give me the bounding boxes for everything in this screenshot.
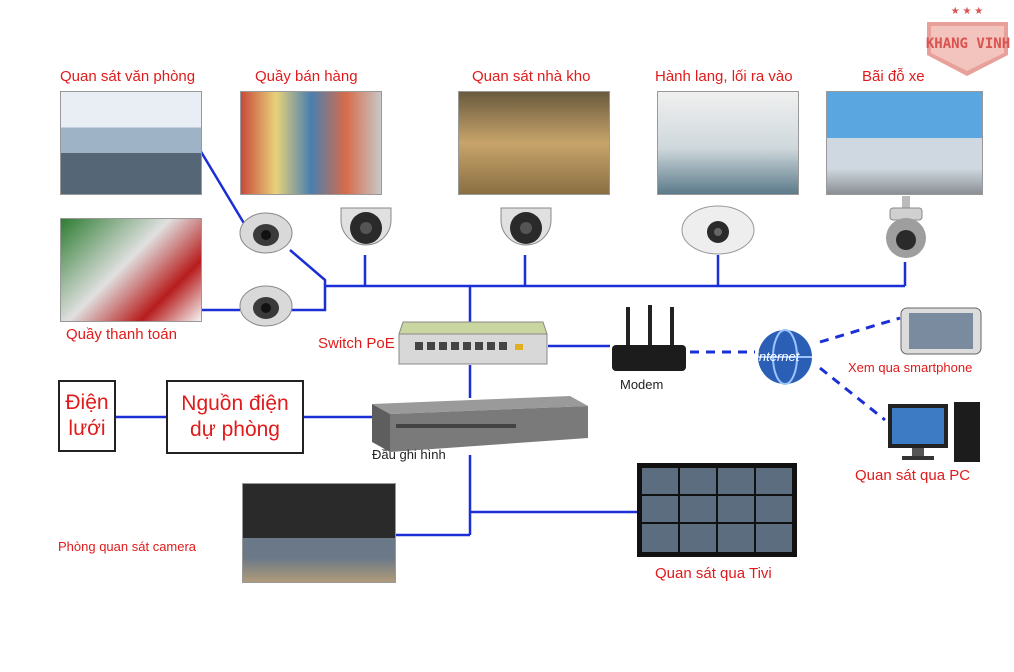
label-corridor: Hành lang, lối ra vào — [655, 68, 793, 85]
photo-corridor — [657, 91, 799, 195]
photo-parking — [826, 91, 983, 195]
label-warehouse: Quan sát nhà kho — [472, 68, 591, 85]
label-smartphone: Xem qua smartphone — [848, 360, 973, 375]
dome-camera-icon — [500, 207, 552, 246]
smartphone-icon — [900, 307, 982, 355]
dome-camera-icon — [239, 285, 293, 327]
photo-control-room — [242, 483, 396, 583]
modem-router-icon — [612, 305, 686, 371]
photo-checkout — [60, 218, 202, 322]
backup-power-line1: Nguồn điện — [181, 392, 289, 415]
internet-globe-icon — [758, 329, 812, 385]
label-office: Quan sát văn phòng — [60, 68, 196, 85]
label-tv: Quan sát qua Tivi — [655, 565, 772, 582]
label-recorder: Đầu ghi hình — [372, 447, 446, 462]
label-parking: Bãi đỗ xe — [862, 68, 925, 85]
backup-power-line2: dự phòng — [190, 418, 280, 441]
grid-power-line1: Điện — [65, 391, 109, 414]
grid-power-line2: lưới — [68, 417, 106, 440]
label-checkout: Quầy thanh toán — [66, 326, 177, 343]
label-internet: internet — [756, 349, 800, 364]
photo-office — [60, 91, 202, 195]
video-recorder-icon — [372, 396, 588, 452]
desktop-pc-icon — [888, 402, 980, 462]
photo-warehouse — [458, 91, 610, 195]
logo-text: KHANG VINH — [925, 36, 1011, 52]
label-switch: Switch PoE — [318, 335, 395, 352]
label-modem: Modem — [620, 377, 664, 392]
poe-switch-icon — [398, 321, 548, 365]
label-pc: Quan sát qua PC — [855, 467, 971, 484]
label-control-room: Phòng quan sát camera — [58, 539, 197, 554]
fisheye-camera-icon — [681, 205, 755, 255]
dome-camera-icon — [239, 212, 293, 254]
backup-power-box: Nguồn điện dự phòng — [166, 380, 304, 454]
label-sales-counter: Quầy bán hàng — [255, 68, 358, 85]
ptz-camera-icon — [886, 196, 926, 258]
grid-power-box: Điện lưới — [58, 380, 116, 452]
logo-shield: ★ ★ ★ — [927, 6, 1008, 76]
tv-monitor-icon — [637, 463, 797, 557]
svg-text:★ ★ ★: ★ ★ ★ — [951, 6, 983, 17]
dome-camera-icon — [340, 207, 392, 246]
photo-sales-counter — [240, 91, 382, 195]
